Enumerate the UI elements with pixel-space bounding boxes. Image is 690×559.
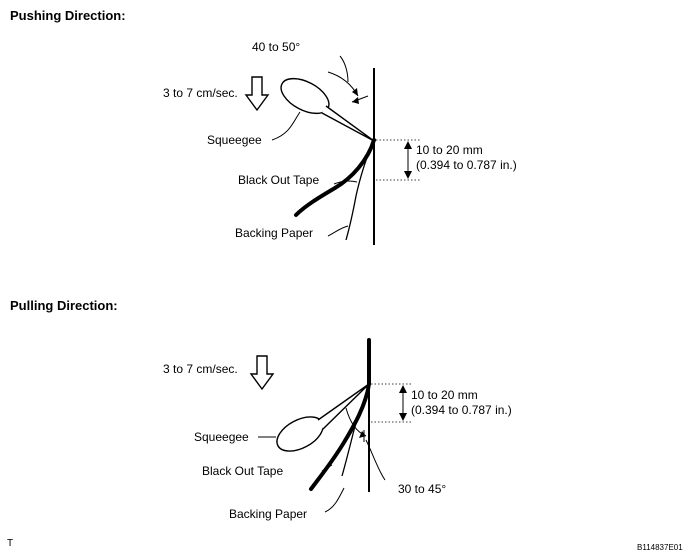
pushing-speed-arrow-icon [244, 76, 270, 112]
pulling-angle-leader [365, 439, 386, 481]
figure-id: B114837E01 [637, 543, 683, 552]
pulling-tape [309, 338, 371, 491]
pushing-heading: Pushing Direction: [10, 8, 126, 23]
pulling-paper-label: Backing Paper [229, 507, 308, 521]
pushing-angle-label: 40 to 50° [252, 40, 301, 54]
pulling-paper-leader [324, 487, 345, 513]
pulling-speed-label: 3 to 7 cm/sec. [163, 362, 238, 376]
pulling-dimension-in: (0.394 to 0.787 in.) [411, 403, 512, 417]
pushing-squeegee-leader [271, 111, 301, 141]
pulling-tape-leader [321, 464, 333, 472]
pushing-dimension-in: (0.394 to 0.787 in.) [416, 158, 517, 172]
pushing-tape-label: Black Out Tape [238, 173, 320, 187]
pulling-squeegee-head [276, 416, 324, 452]
pushing-tape-leader [333, 180, 358, 185]
pushing-speed-label: 3 to 7 cm/sec. [163, 86, 238, 100]
pushing-tape [294, 138, 376, 217]
pulling-tape-label: Black Out Tape [202, 464, 284, 478]
pulling-heading: Pulling Direction: [10, 298, 118, 313]
pushing-diagram [244, 55, 420, 245]
pushing-squeegee-label: Squeegee [207, 133, 262, 147]
left-mark: T [7, 538, 14, 549]
pulling-squeegee-label: Squeegee [194, 430, 249, 444]
pushing-squeegee-blade [321, 105, 375, 142]
pushing-paper-leader [327, 225, 349, 237]
pushing-backing-paper [345, 139, 375, 241]
pulling-backing-paper [341, 383, 370, 477]
pulling-squeegee-blade [317, 383, 370, 430]
pulling-diagram [249, 338, 412, 513]
pulling-angle-label: 30 to 45° [398, 482, 447, 496]
pushing-paper-label: Backing Paper [235, 226, 314, 240]
pulling-speed-arrow-icon [249, 355, 275, 391]
pulling-dimension-mm: 10 to 20 mm [411, 388, 478, 402]
pushing-dimension-mm: 10 to 20 mm [416, 143, 483, 157]
